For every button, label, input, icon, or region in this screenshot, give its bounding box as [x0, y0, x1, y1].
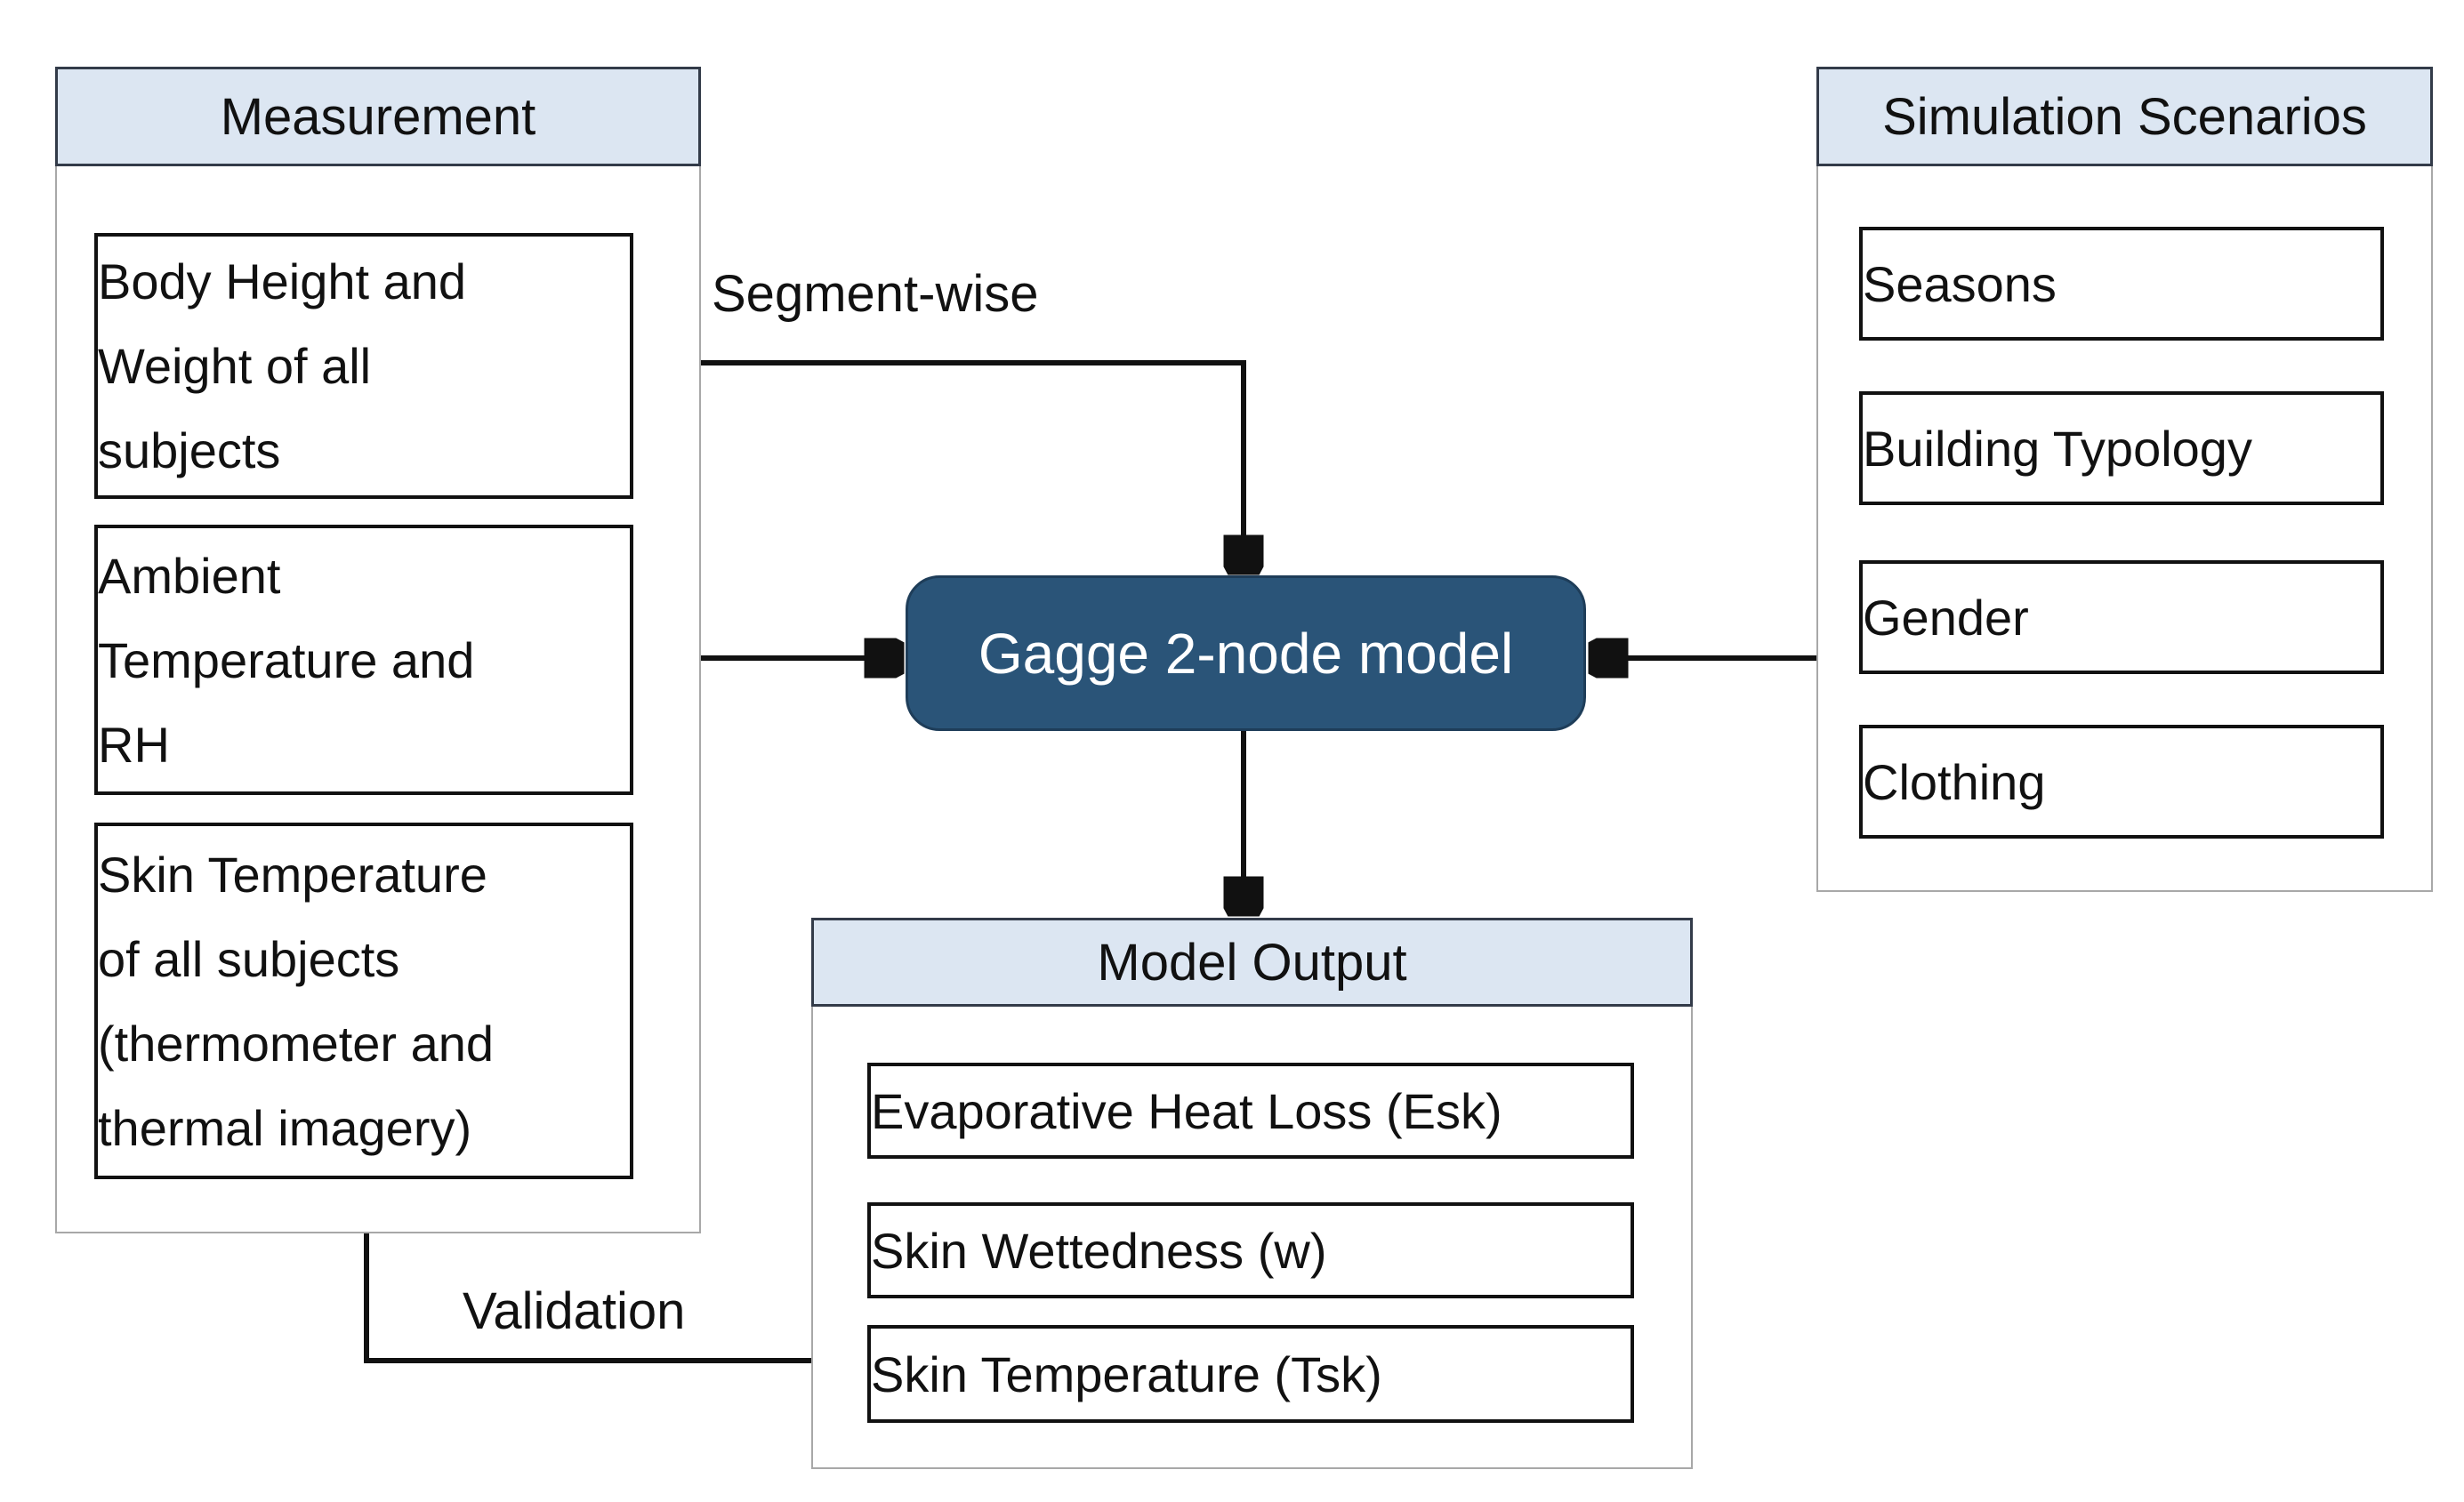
- simulation-scenarios-panel-header: Simulation Scenarios: [1816, 67, 2433, 166]
- scenario-item-label: Clothing: [1863, 753, 2046, 810]
- output-item-label: Evaporative Heat Loss (Esk): [871, 1082, 1502, 1139]
- model-output-panel-header: Model Output: [811, 918, 1693, 1007]
- scenario-item-building-typology: Building Typology: [1859, 391, 2384, 505]
- measurement-item-skin-temperature: Skin Temperature of all subjects (thermo…: [94, 823, 633, 1179]
- simulation-scenarios-panel-title: Simulation Scenarios: [1882, 87, 2367, 146]
- segment-wise-arrow: [633, 360, 1244, 567]
- output-item-label: Skin Temperature (Tsk): [871, 1345, 1382, 1402]
- measurement-panel-header: Measurement: [55, 67, 701, 166]
- gagge-2-node-model-node: Gagge 2-node model: [906, 575, 1586, 731]
- output-item-skin-wettedness: Skin Wettedness (w): [867, 1202, 1634, 1298]
- segment-wise-arrow-label: Segment-wise: [712, 265, 1039, 323]
- output-item-label: Skin Wettedness (w): [871, 1222, 1327, 1279]
- measurement-item-label: Ambient Temperature and RH: [98, 547, 475, 773]
- scenario-item-clothing: Clothing: [1859, 725, 2384, 839]
- validation-arrow-label: Validation: [463, 1282, 686, 1340]
- scenario-item-label: Building Typology: [1863, 420, 2252, 477]
- model-output-panel-title: Model Output: [1097, 933, 1407, 992]
- output-item-evaporative-heat-loss: Evaporative Heat Loss (Esk): [867, 1063, 1634, 1159]
- scenario-item-label: Gender: [1863, 589, 2029, 646]
- scenario-item-label: Seasons: [1863, 255, 2057, 312]
- output-item-skin-temperature: Skin Temperature (Tsk): [867, 1325, 1634, 1423]
- measurement-item-body-height: Body Height and Weight of all subjects: [94, 233, 633, 499]
- measurement-panel-title: Measurement: [220, 87, 536, 146]
- measurement-item-label: Body Height and Weight of all subjects: [98, 253, 467, 478]
- measurement-item-label: Skin Temperature of all subjects (thermo…: [98, 846, 495, 1156]
- scenario-item-gender: Gender: [1859, 560, 2384, 674]
- gagge-node-label: Gagge 2-node model: [978, 621, 1514, 686]
- scenario-item-seasons: Seasons: [1859, 227, 2384, 341]
- measurement-item-ambient: Ambient Temperature and RH: [94, 525, 633, 795]
